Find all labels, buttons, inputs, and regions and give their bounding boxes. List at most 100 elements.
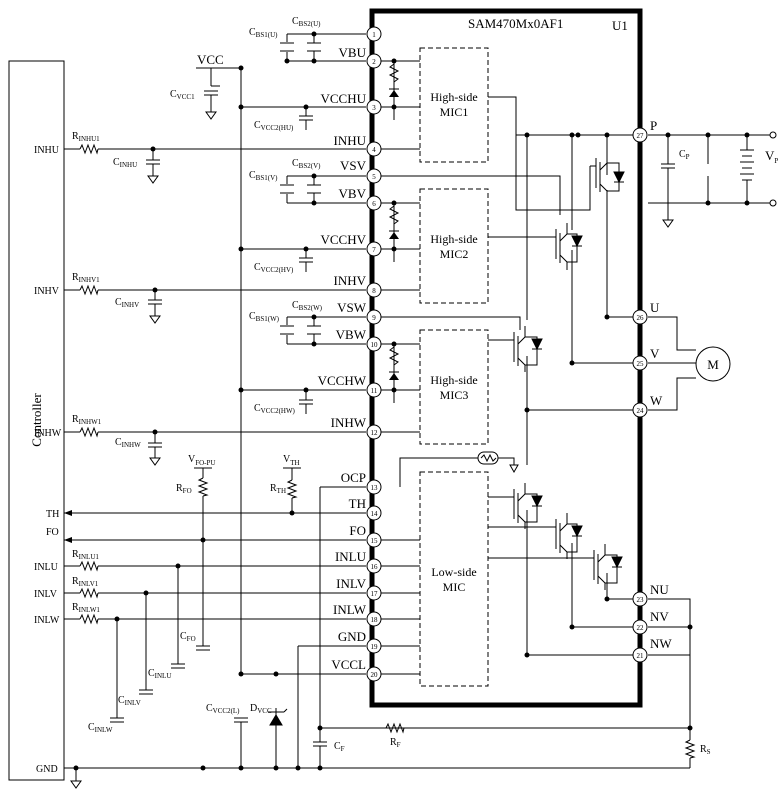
- controller-pin-inhw: INHW: [34, 428, 62, 439]
- controller-pin-inlw: INLW: [34, 615, 60, 626]
- pin-8-number: 8: [372, 287, 376, 295]
- motor-label: M: [707, 357, 719, 372]
- external-resistors: [79, 143, 696, 759]
- component-labels: VCC VP VFO-PU VTH RINHU1 CINHU RINHV1 CI…: [72, 16, 778, 756]
- pin-12-number: 12: [371, 429, 379, 437]
- label-cinhw: CINHW: [115, 437, 141, 449]
- resistor-rth: [286, 479, 298, 499]
- high-side-mic3-name: MIC3: [440, 388, 469, 402]
- pin-22-number: 22: [637, 624, 645, 632]
- pin-21: [632, 647, 648, 663]
- pin-24: [632, 402, 648, 418]
- igbt-wp: [508, 326, 543, 372]
- label-cvcc2hw: CVCC2(HW): [254, 403, 296, 415]
- pin-11-number: 11: [371, 387, 378, 395]
- label-cvcc1: CVCC1: [170, 89, 195, 101]
- pin-12: [366, 424, 382, 440]
- pin-17: [366, 585, 382, 601]
- igbt-symbols: [508, 135, 625, 590]
- label-cf: CF: [334, 741, 345, 753]
- pin-6: [366, 195, 382, 211]
- high-side-mic2-name: MIC2: [440, 247, 469, 261]
- pin-16-number: 16: [371, 563, 379, 571]
- igbt-up: [590, 135, 625, 200]
- label-rinlw1: RINLW1: [72, 602, 100, 614]
- signal-arrows: [64, 510, 72, 543]
- pin-19: [366, 638, 382, 654]
- igbt-vp: [548, 223, 583, 270]
- pin-19-label: GND: [338, 629, 366, 644]
- left-pins: 1 2 VBU 3 VCCHU 4 INHU 5 VSV 6 VBV 7 VCC…: [318, 26, 382, 682]
- pin-14: [366, 505, 382, 521]
- pin-18-label: INLW: [333, 602, 367, 617]
- pin-17-label: INLV: [336, 576, 366, 591]
- high-side-mic2-box: [419, 188, 489, 304]
- pin-21-label: NW: [650, 636, 672, 651]
- pin-19-number: 19: [371, 643, 379, 651]
- pin-14-number: 14: [371, 510, 379, 518]
- pin-8: [366, 282, 382, 298]
- low-side-mic-box: [419, 471, 489, 687]
- label-vfo-pu: VFO-PU: [188, 454, 215, 467]
- label-rinhu1: RINHU1: [72, 131, 100, 143]
- resistor-rinhv1: [79, 284, 99, 296]
- label-rinlv1: RINLV1: [72, 576, 99, 588]
- pin-21-number: 21: [637, 652, 645, 660]
- label-cvcc2hu: CVCC2(HU): [254, 120, 294, 132]
- high-side-mic1-label: High-side: [430, 90, 477, 104]
- pin-2-number: 2: [372, 58, 376, 66]
- label-cbs2v: CBS2(V): [292, 158, 321, 170]
- igbt-un: [588, 544, 623, 590]
- controller-pin-inlv: INLV: [34, 589, 58, 600]
- label-cvcc2hv: CVCC2(HV): [254, 262, 294, 274]
- pin-2: [366, 53, 382, 69]
- pin-25: [632, 355, 648, 371]
- pin-10-label: VBW: [336, 327, 367, 342]
- pin-11-label: VCCHW: [318, 373, 367, 388]
- pin-15-label: FO: [349, 523, 366, 538]
- resistor-rinhu1: [79, 143, 99, 155]
- pin-13-number: 13: [371, 484, 379, 492]
- resistor-rinlv1: [79, 587, 99, 599]
- label-cinlv: CINLV: [118, 695, 141, 707]
- label-cinlw: CINLW: [88, 722, 113, 734]
- pin-13: [366, 479, 382, 495]
- label-cbs1u: CBS1(U): [249, 27, 278, 39]
- resistor-rf: [385, 722, 405, 734]
- controller-pin-gnd: GND: [36, 764, 58, 775]
- resistor-rs: [684, 739, 696, 759]
- pin-25-number: 25: [637, 360, 645, 368]
- pin-8-label: INHV: [334, 273, 367, 288]
- label-rinhw1: RINHW1: [72, 414, 102, 426]
- pin-23-number: 23: [637, 596, 645, 604]
- pin-5-label: VSV: [340, 158, 367, 173]
- pin-2-label: VBU: [339, 45, 367, 60]
- right-pins: 27 P 26 U 25 V 24 W 23 NU 22 NV 21 NW: [632, 118, 672, 663]
- pin-10-number: 10: [371, 341, 379, 349]
- label-rinhv1: RINHV1: [72, 272, 100, 284]
- thermistor: [477, 451, 519, 474]
- pin-1: [366, 26, 382, 42]
- external-wiring: [64, 33, 770, 781]
- zener-dvcc: [268, 708, 288, 768]
- label-vp: VP: [765, 148, 778, 165]
- controller-pin-th: TH: [46, 509, 59, 520]
- internal-wiring: [374, 60, 420, 675]
- label-rinlu1: RINLU1: [72, 549, 99, 561]
- pin-27-number: 27: [637, 132, 645, 140]
- pin-20-number: 20: [371, 671, 379, 679]
- pin-13-label: OCP: [341, 470, 366, 485]
- pin-23-label: NU: [650, 582, 669, 597]
- igbt-wn: [508, 483, 543, 529]
- resistor-rinhw1: [79, 426, 99, 438]
- pin-23: [632, 591, 648, 607]
- pin-18: [366, 611, 382, 627]
- high-side-mic1-name: MIC1: [440, 105, 469, 119]
- high-side-mic3-box: [419, 329, 489, 445]
- pin-1-number: 1: [372, 31, 376, 39]
- high-side-mic1-box: [419, 47, 489, 163]
- pin-3: [366, 99, 382, 115]
- low-side-mic-label: Low-side: [431, 565, 476, 579]
- controller-pin-inlu: INLU: [34, 562, 59, 573]
- igbt-vn: [548, 513, 583, 559]
